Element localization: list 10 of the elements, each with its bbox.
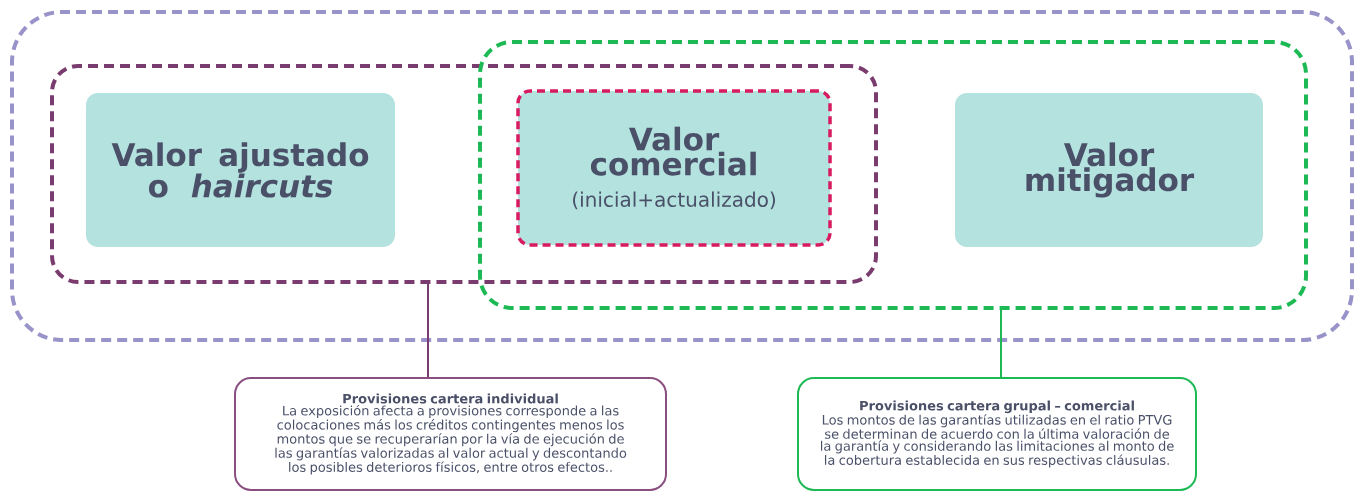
concept-box: Valor mitigador (955, 93, 1263, 247)
connector-line (1000, 309, 1002, 378)
dashed-group-frame (50, 64, 878, 284)
dashed-concept-box: Valor comercial (inicial+actualizado) (516, 89, 832, 247)
dashed-group-frame (10, 10, 1354, 342)
callout-box: Provisiones cartera grupal – comercial Los montos de las garantías utilizadas en el ratio PTVG se determinan de acuerdo con la última valoración de la garantía y considerando las limitaciones al monto de la cobertura establecida en sus respectivas cláusulas. (797, 377, 1197, 491)
connector-line (427, 283, 429, 378)
concept-box: Valor ajustado o haircuts (86, 93, 395, 247)
dashed-group-frame (478, 40, 1308, 310)
callout-box: Provisiones cartera individual La exposición afecta a provisiones corresponde a las colocaciones más los créditos contingentes menos los montos que se recuperarían por la vía de ejecución de las garantías valorizadas al valor actual y descontando los posibles deterioros físicos, entre otros efectos.. (234, 377, 667, 491)
